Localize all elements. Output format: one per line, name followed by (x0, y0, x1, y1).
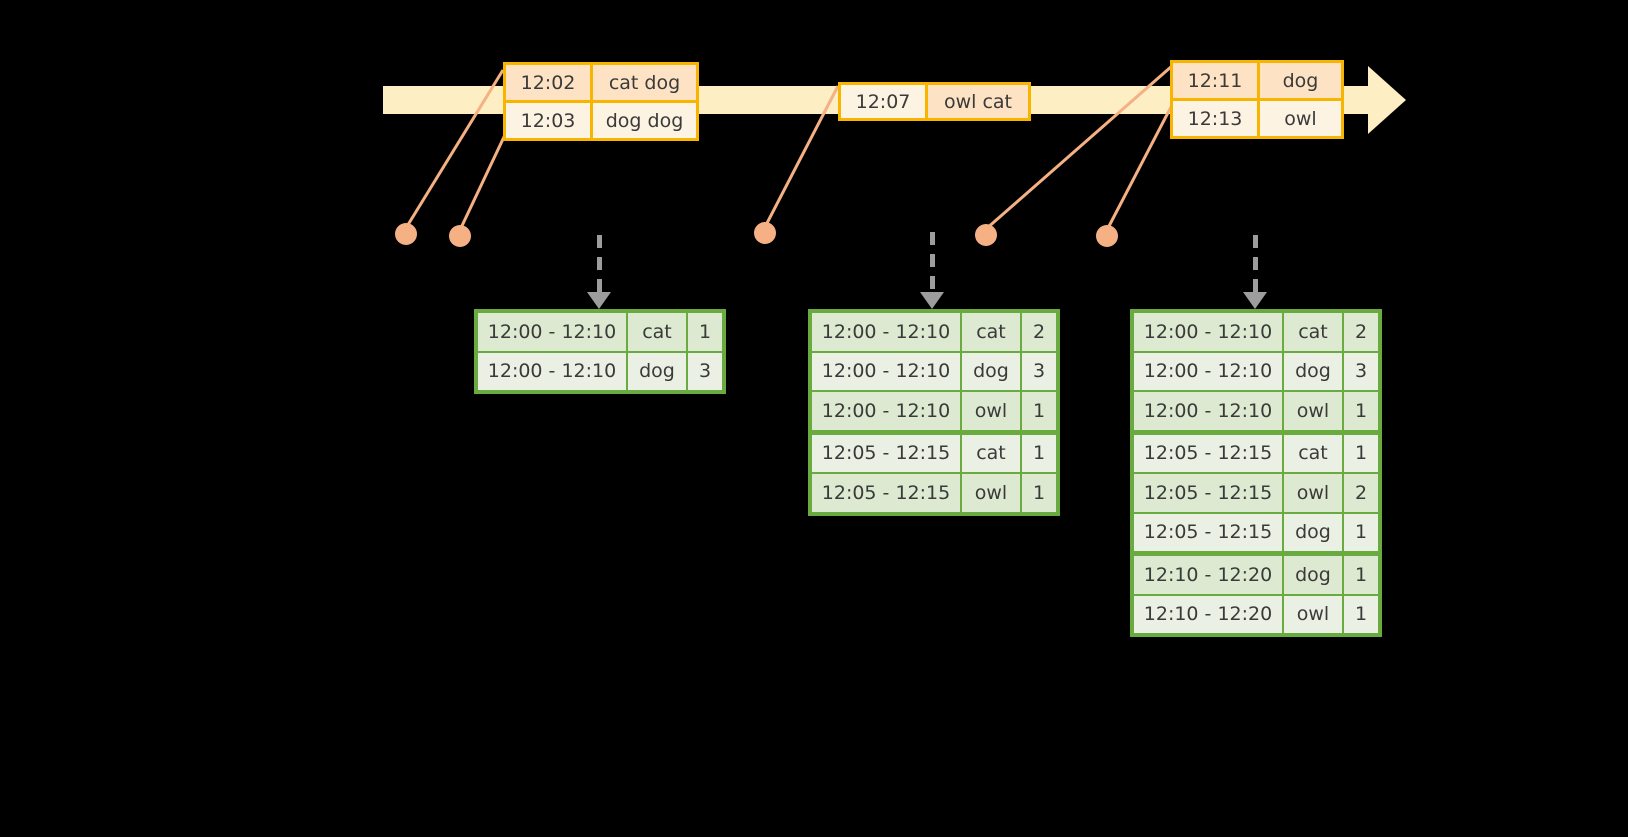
word-cell: dog (960, 352, 1020, 390)
event-time: 12:11 (1173, 63, 1257, 98)
window-cell: 12:00 - 12:10 (1134, 352, 1282, 390)
flow-arrow-head-3 (1243, 292, 1267, 309)
count-cell: 3 (1342, 352, 1378, 390)
word-cell: cat (626, 313, 686, 351)
window-cell: 12:10 - 12:20 (1134, 595, 1282, 633)
event-dot-4 (975, 224, 997, 246)
flow-arrow-shaft-2 (930, 232, 935, 297)
event-group-1[interactable]: 12:02 cat dog 12:03 dog dog (503, 62, 699, 141)
window-cell: 12:05 - 12:15 (1134, 434, 1282, 472)
event-dot-5 (1096, 225, 1118, 247)
word-cell: cat (1282, 313, 1342, 351)
event-dot-1 (395, 223, 417, 245)
count-cell: 1 (1342, 556, 1378, 594)
event-group-2[interactable]: 12:07 owl cat (838, 82, 1031, 121)
window-cell: 12:10 - 12:20 (1134, 556, 1282, 594)
event-row[interactable]: 12:03 dog dog (506, 100, 696, 138)
word-cell: cat (960, 434, 1020, 472)
event-time: 12:02 (506, 65, 590, 100)
window-cell: 12:05 - 12:15 (1134, 513, 1282, 551)
window-cell: 12:00 - 12:10 (812, 352, 960, 390)
word-cell: dog (626, 352, 686, 390)
event-words: cat dog (590, 65, 696, 100)
word-cell: cat (1282, 434, 1342, 472)
event-time: 12:13 (1173, 101, 1257, 136)
window-cell: 12:05 - 12:15 (812, 434, 960, 472)
window-cell: 12:05 - 12:15 (1134, 474, 1282, 512)
window-cell: 12:00 - 12:10 (478, 352, 626, 390)
count-cell: 2 (1020, 313, 1056, 351)
count-cell: 1 (1020, 434, 1056, 472)
word-cell: dog (1282, 352, 1342, 390)
event-words: dog dog (590, 103, 696, 138)
count-cell: 1 (1342, 434, 1378, 472)
word-cell: owl (1282, 392, 1342, 430)
count-cell: 3 (686, 352, 722, 390)
event-dot-3 (754, 222, 776, 244)
event-words: owl (1257, 101, 1341, 136)
flow-arrow-head-2 (920, 292, 944, 309)
window-cell: 12:00 - 12:10 (1134, 313, 1282, 351)
flow-arrow-shaft-3 (1253, 235, 1258, 297)
count-cell: 1 (686, 313, 722, 351)
word-cell: owl (960, 392, 1020, 430)
flow-arrow-shaft-1 (597, 235, 602, 297)
window-cell: 12:00 - 12:10 (1134, 392, 1282, 430)
timeline-arrowhead-icon (1368, 66, 1406, 134)
count-cell: 3 (1020, 352, 1056, 390)
window-cell: 12:00 - 12:10 (812, 313, 960, 351)
count-cell: 1 (1020, 392, 1056, 430)
count-cell: 1 (1342, 392, 1378, 430)
word-cell: dog (1282, 513, 1342, 551)
event-row[interactable]: 12:07 owl cat (841, 85, 1028, 118)
event-row[interactable]: 12:11 dog (1173, 63, 1341, 98)
count-cell: 2 (1342, 313, 1378, 351)
event-row[interactable]: 12:13 owl (1173, 98, 1341, 136)
word-cell: owl (1282, 595, 1342, 633)
flow-arrow-head-1 (587, 292, 611, 309)
event-dot-2 (449, 225, 471, 247)
word-cell: cat (960, 313, 1020, 351)
event-time: 12:07 (841, 85, 925, 118)
count-cell: 1 (1020, 474, 1056, 512)
connector-line-5 (1105, 104, 1174, 231)
event-time: 12:03 (506, 103, 590, 138)
count-cell: 1 (1342, 595, 1378, 633)
event-group-3[interactable]: 12:11 dog 12:13 owl (1170, 60, 1344, 139)
count-cell: 1 (1342, 513, 1378, 551)
event-words: owl cat (925, 85, 1028, 118)
word-cell: dog (1282, 556, 1342, 594)
word-cell: owl (1282, 474, 1342, 512)
window-cell: 12:05 - 12:15 (812, 474, 960, 512)
window-cell: 12:00 - 12:10 (478, 313, 626, 351)
word-cell: owl (960, 474, 1020, 512)
event-row[interactable]: 12:02 cat dog (506, 65, 696, 100)
count-cell: 2 (1342, 474, 1378, 512)
event-words: dog (1257, 63, 1341, 98)
window-cell: 12:00 - 12:10 (812, 392, 960, 430)
